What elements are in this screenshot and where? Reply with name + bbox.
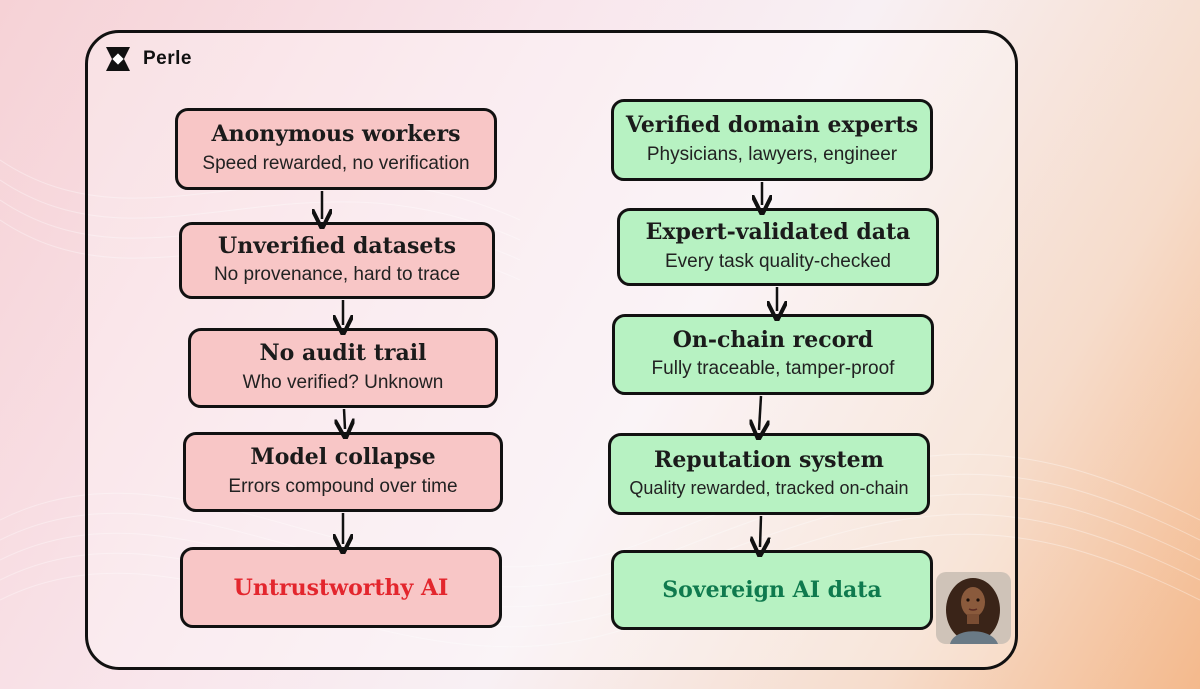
step-subtitle: No provenance, hard to trace [213, 264, 461, 286]
step-subtitle: Quality rewarded, tracked on-chain [629, 478, 909, 499]
brand-name: Perle [143, 48, 192, 69]
avatar [936, 572, 1011, 644]
step-subtitle: Who verified? Unknown [242, 371, 444, 393]
left-step-no-audit-trail: No audit trail Who verified? Unknown [188, 328, 498, 408]
arrow-right-3 [759, 395, 761, 430]
arrow-left-3 [344, 408, 345, 429]
step-title: On-chain record [672, 326, 874, 353]
step-subtitle: Every task quality-checked [665, 250, 891, 272]
step-subtitle: Speed rewarded, no verification [202, 152, 470, 174]
step-title: Reputation system [654, 447, 884, 474]
right-step-verified-domain-experts: Verified domain experts Physicians, lawy… [611, 99, 933, 181]
step-title: Expert-validated data [645, 219, 911, 246]
step-title: Anonymous workers [211, 121, 461, 148]
outcome-title: Sovereign AI data [662, 577, 882, 603]
step-title: Unverified datasets [218, 232, 456, 259]
right-step-on-chain-record: On-chain record Fully traceable, tamper-… [612, 314, 934, 395]
left-step-anonymous-workers: Anonymous workers Speed rewarded, no ver… [175, 108, 497, 190]
step-title: No audit trail [259, 340, 427, 367]
left-step-model-collapse: Model collapse Errors compound over time [183, 432, 503, 512]
outcome-title: Untrustworthy AI [233, 574, 449, 601]
step-subtitle: Errors compound over time [228, 475, 458, 497]
left-step-unverified-datasets: Unverified datasets No provenance, hard … [179, 222, 495, 299]
brand-logo: Perle [103, 44, 192, 74]
step-subtitle: Fully traceable, tamper-proof [651, 358, 895, 380]
avatar-portrait-icon [936, 572, 1011, 644]
right-step-expert-validated-data: Expert-validated data Every task quality… [617, 208, 939, 286]
perle-logo-icon [106, 47, 130, 71]
step-subtitle: Physicians, lawyers, engineer [646, 143, 898, 165]
step-title: Verified domain experts [625, 112, 919, 139]
arrow-right-4 [760, 515, 761, 547]
right-outcome-sovereign-ai-data: Sovereign AI data [611, 550, 933, 630]
left-outcome-untrustworthy-ai: Untrustworthy AI [180, 547, 502, 628]
step-title: Model collapse [250, 444, 436, 471]
